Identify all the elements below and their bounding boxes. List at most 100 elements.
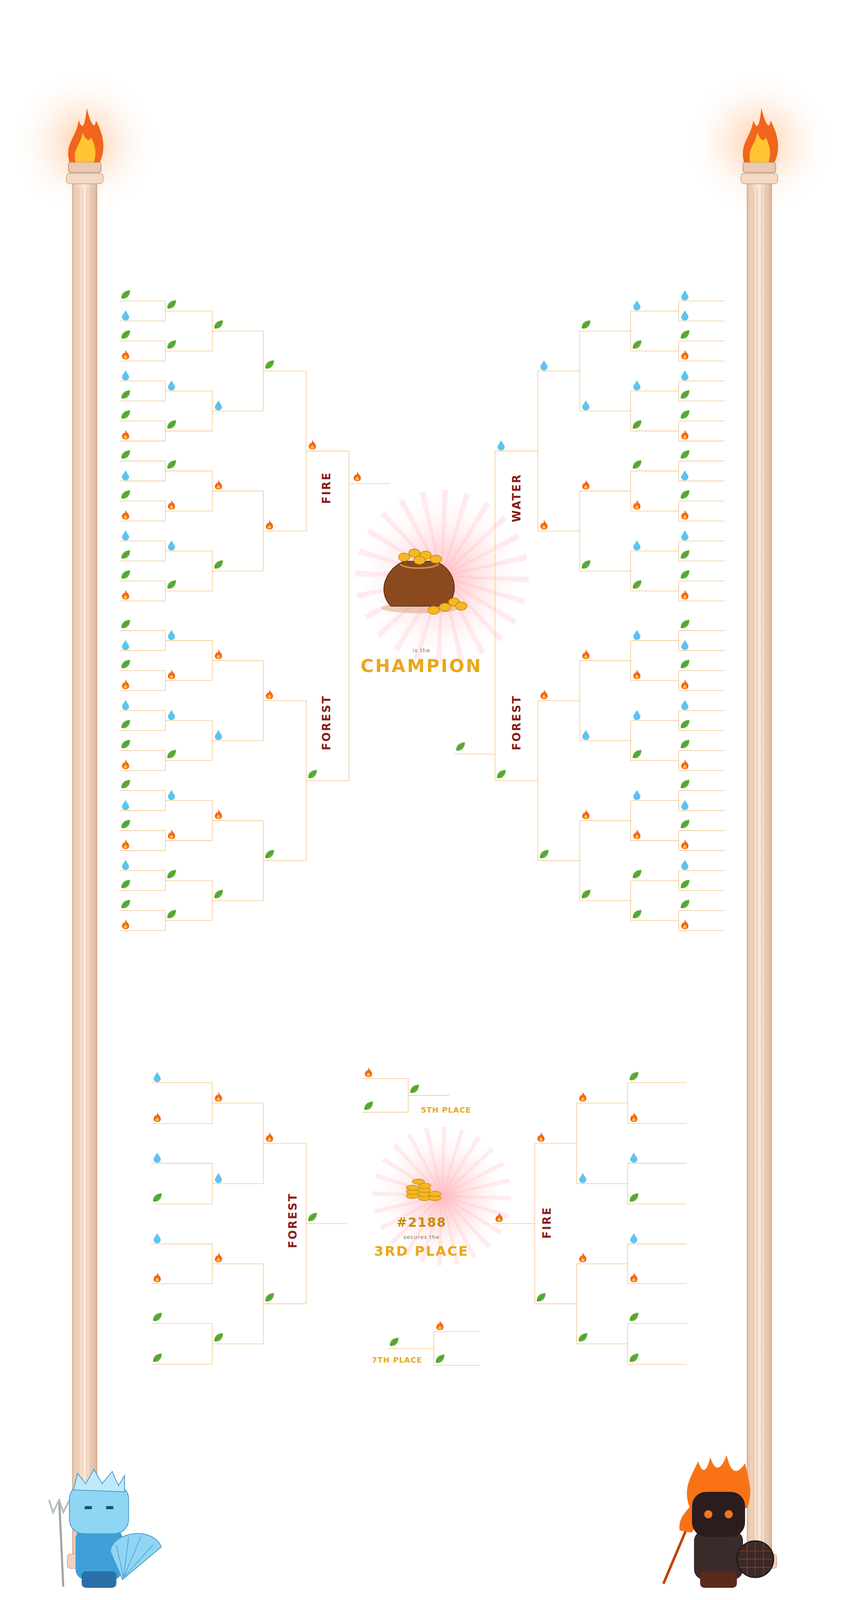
fire-icon xyxy=(681,349,689,360)
leaf xyxy=(578,1332,588,1342)
bracket-line xyxy=(119,440,166,441)
fire-icon xyxy=(579,1252,587,1262)
leaf xyxy=(629,1312,639,1321)
drop xyxy=(214,1172,223,1183)
bracket-line xyxy=(433,1331,480,1332)
eye xyxy=(84,1505,92,1509)
drop xyxy=(633,300,641,311)
leaf-vein xyxy=(122,880,129,888)
leaf xyxy=(680,659,690,669)
leaf xyxy=(632,909,642,918)
leaf-vein xyxy=(167,871,175,878)
bracket-line xyxy=(119,300,166,302)
leaf xyxy=(680,719,690,729)
bracket-line xyxy=(627,1122,688,1124)
bracket-line xyxy=(151,1283,213,1284)
leaf xyxy=(121,389,131,399)
drop xyxy=(122,470,130,481)
leaf-icon xyxy=(539,849,549,859)
leaf-icon xyxy=(680,779,690,788)
leaf xyxy=(680,389,690,399)
drop xyxy=(630,1232,638,1243)
bracket-line xyxy=(678,540,725,542)
bracket-line xyxy=(579,490,631,491)
fire-icon xyxy=(214,1252,223,1262)
bracket-line xyxy=(119,600,166,602)
water-icon xyxy=(122,639,130,650)
water-icon xyxy=(122,799,130,810)
fire-icon xyxy=(122,679,130,689)
leaf-icon xyxy=(680,879,690,889)
bracket-line xyxy=(119,830,166,831)
drop xyxy=(681,799,689,810)
gold-coin xyxy=(398,552,410,561)
bracket-line xyxy=(119,360,166,361)
eye xyxy=(724,1509,733,1518)
leaf xyxy=(121,819,131,828)
flame-core xyxy=(683,684,687,689)
leaf xyxy=(680,879,690,889)
leaf-vein xyxy=(214,1334,222,1341)
pillar-shaft xyxy=(72,183,97,1556)
leaf-icon xyxy=(167,420,177,429)
flame xyxy=(630,1111,638,1122)
leaf-icon xyxy=(680,389,690,399)
bracket-line xyxy=(678,790,725,791)
leaf-vein xyxy=(265,851,273,858)
leaf-vein xyxy=(630,1073,637,1080)
flame-core xyxy=(123,434,128,439)
flame xyxy=(630,1272,638,1282)
leaf-icon xyxy=(121,659,131,669)
water-icon xyxy=(582,729,590,740)
flame-core xyxy=(155,1116,159,1121)
leaf-vein xyxy=(681,721,688,728)
leaf-vein xyxy=(122,551,129,558)
fire-icon xyxy=(122,919,130,929)
flame xyxy=(681,758,689,769)
water-icon xyxy=(681,290,689,301)
leaf-icon xyxy=(121,719,131,729)
leaf xyxy=(265,849,275,859)
fire-icon xyxy=(308,439,316,450)
torch-flame-inner xyxy=(749,132,770,162)
leaf-icon xyxy=(389,1337,399,1346)
flame xyxy=(265,519,274,530)
pillar-flute xyxy=(78,187,79,1552)
fire-shield xyxy=(737,1540,774,1577)
leaf xyxy=(632,420,642,429)
water-icon xyxy=(630,1152,638,1163)
bracket-line xyxy=(212,740,264,741)
bracket-line xyxy=(576,1262,628,1264)
drop xyxy=(633,540,641,551)
bracket-line xyxy=(151,1082,213,1083)
bracket-line xyxy=(678,460,725,462)
flame-core xyxy=(683,354,687,359)
bracket-line xyxy=(534,1303,577,1304)
flame xyxy=(214,1252,223,1262)
pillar-capital xyxy=(740,173,778,184)
leaf xyxy=(680,330,690,339)
water-icon xyxy=(167,380,176,391)
shield-grid xyxy=(738,1566,772,1568)
fire-icon xyxy=(630,1111,638,1122)
drop xyxy=(214,729,223,740)
bracket-line xyxy=(119,890,166,891)
leaf xyxy=(214,1332,223,1342)
fire-icon xyxy=(167,669,176,680)
leaf-vein xyxy=(681,821,688,828)
leaf-icon xyxy=(265,849,275,859)
eye xyxy=(704,1509,713,1518)
fire-icon xyxy=(265,689,274,699)
bracket-line xyxy=(630,640,679,641)
leaf-icon xyxy=(680,899,690,908)
bracket-line xyxy=(576,1183,628,1184)
leaf-icon xyxy=(167,869,177,879)
fire-icon xyxy=(353,471,361,481)
bracket-line xyxy=(678,560,725,561)
leaf-icon xyxy=(121,450,131,459)
bracket-line xyxy=(678,500,725,502)
pillar-flute xyxy=(753,187,754,1552)
leaf-icon xyxy=(265,1292,275,1302)
flame-core xyxy=(631,1116,636,1121)
gold-coin xyxy=(455,602,467,611)
